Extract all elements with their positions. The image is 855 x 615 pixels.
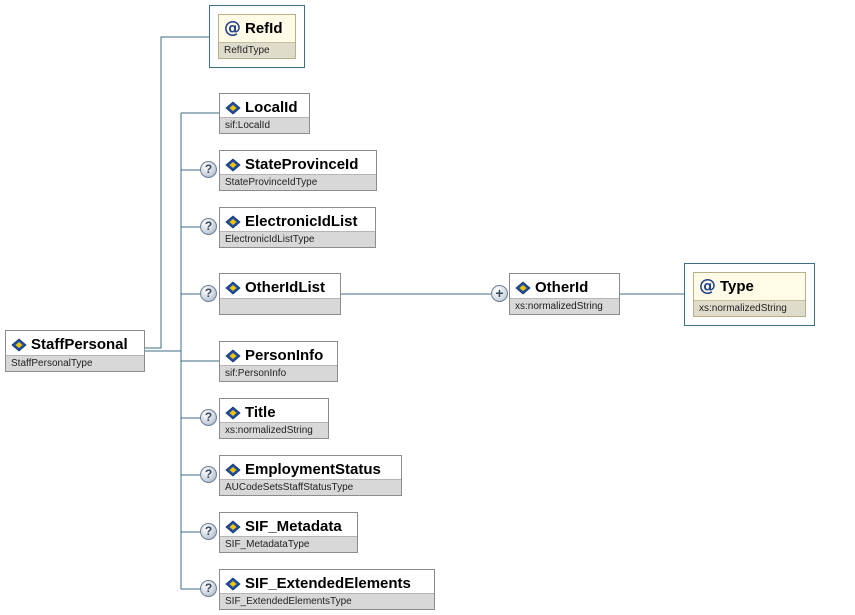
- element-electronicidlist[interactable]: ElectronicIdList ElectronicIdListType: [219, 207, 376, 248]
- element-name: EmploymentStatus: [245, 461, 381, 478]
- element-icon: [225, 214, 242, 229]
- element-staffpersonal[interactable]: StaffPersonal StaffPersonalType: [5, 330, 145, 372]
- element-name: SIF_ExtendedElements: [245, 575, 411, 592]
- element-type: SIF_ExtendedElementsType: [220, 593, 434, 609]
- optional-icon: ?: [200, 580, 217, 597]
- attribute-type[interactable]: @ Type xs:normalizedString: [693, 272, 806, 317]
- element-sif-metadata[interactable]: SIF_Metadata SIF_MetadataType: [219, 512, 358, 553]
- element-name: PersonInfo: [245, 347, 324, 364]
- element-otheridlist[interactable]: OtherIdList: [219, 273, 341, 315]
- attribute-type: RefIdType: [219, 42, 295, 58]
- element-name: SIF_Metadata: [245, 518, 342, 535]
- element-name: OtherId: [535, 279, 589, 296]
- element-type: StateProvinceIdType: [220, 174, 376, 190]
- element-name: ElectronicIdList: [245, 213, 358, 230]
- attribute-type-label: xs:normalizedString: [694, 300, 805, 316]
- attribute-group-refid: @ RefId RefIdType: [209, 5, 305, 68]
- element-icon: [225, 348, 242, 363]
- element-icon: [225, 405, 242, 420]
- element-type: SIF_MetadataType: [220, 536, 357, 552]
- element-localid[interactable]: LocalId sif:LocalId: [219, 93, 310, 134]
- element-icon: [11, 337, 28, 352]
- element-otherid[interactable]: OtherId xs:normalizedString: [509, 273, 620, 315]
- element-type: AUCodeSetsStaffStatusType: [220, 479, 401, 495]
- element-icon: [515, 280, 532, 295]
- element-sif-extendedelements[interactable]: SIF_ExtendedElements SIF_ExtendedElement…: [219, 569, 435, 610]
- element-name: OtherIdList: [245, 279, 326, 296]
- element-name: StateProvinceId: [245, 156, 359, 173]
- attribute-refid[interactable]: @ RefId RefIdType: [218, 14, 296, 59]
- attribute-name: Type: [720, 278, 754, 295]
- element-icon: [225, 280, 242, 295]
- attribute-icon: @: [699, 276, 716, 296]
- optional-icon: ?: [200, 466, 217, 483]
- element-personinfo[interactable]: PersonInfo sif:PersonInfo: [219, 341, 338, 382]
- attribute-group-type: @ Type xs:normalizedString: [684, 263, 815, 326]
- attribute-icon: @: [224, 18, 241, 38]
- element-type: StaffPersonalType: [6, 355, 144, 371]
- element-icon: [225, 157, 242, 172]
- optional-icon: ?: [200, 218, 217, 235]
- element-icon: [225, 462, 242, 477]
- element-name: LocalId: [245, 99, 298, 116]
- element-type: xs:normalizedString: [510, 298, 619, 314]
- element-type: xs:normalizedString: [220, 422, 328, 438]
- element-type: [220, 298, 340, 314]
- element-icon: [225, 100, 242, 115]
- element-type: ElectronicIdListType: [220, 231, 375, 247]
- element-type: sif:PersonInfo: [220, 365, 337, 381]
- connector-root-attribute: [145, 36, 210, 349]
- element-employmentstatus[interactable]: EmploymentStatus AUCodeSetsStaffStatusTy…: [219, 455, 402, 496]
- element-icon: [225, 576, 242, 591]
- optional-icon: ?: [200, 409, 217, 426]
- attribute-name: RefId: [245, 20, 283, 37]
- element-name: Title: [245, 404, 276, 421]
- expand-icon[interactable]: +: [491, 285, 508, 302]
- element-name: StaffPersonal: [31, 336, 128, 353]
- element-stateprovinceid[interactable]: StateProvinceId StateProvinceIdType: [219, 150, 377, 191]
- element-icon: [225, 519, 242, 534]
- element-type: sif:LocalId: [220, 117, 309, 133]
- optional-icon: ?: [200, 285, 217, 302]
- optional-icon: ?: [200, 523, 217, 540]
- element-title[interactable]: Title xs:normalizedString: [219, 398, 329, 439]
- optional-icon: ?: [200, 161, 217, 178]
